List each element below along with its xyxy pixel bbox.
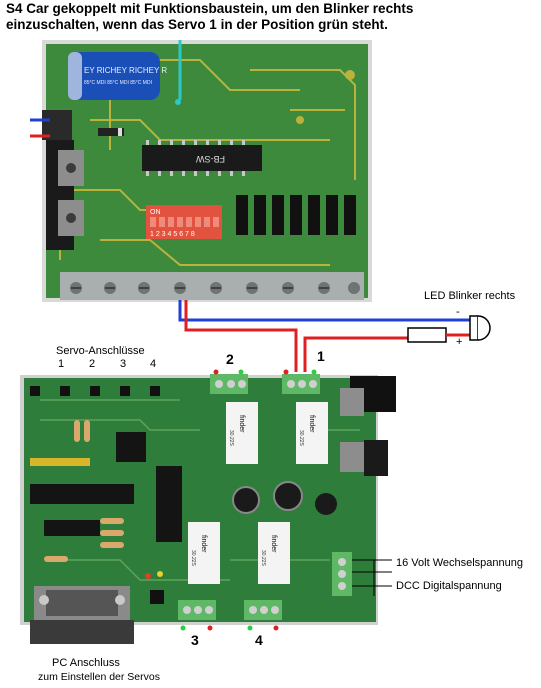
led-label: LED Blinker rechts xyxy=(424,290,516,302)
caption-line-2: einzuschalten, wenn das Servo 1 in der P… xyxy=(6,17,388,32)
connector-label-1: 1 xyxy=(317,348,325,364)
servo-number-1: 1 xyxy=(58,358,65,370)
connector-4 xyxy=(244,600,282,620)
connector-1 xyxy=(282,374,320,394)
led-minus: - xyxy=(456,306,460,318)
servo-number-4: 4 xyxy=(150,358,157,370)
resistor xyxy=(407,327,447,343)
top-terminal-strip xyxy=(60,272,364,300)
wire-red xyxy=(184,300,410,372)
pc-serial-connector xyxy=(30,586,134,644)
capacitor-label: EY RICHEY RICHEY R xyxy=(84,66,167,75)
pc-label-line2: zum Einstellen der Servos xyxy=(38,671,160,683)
caption-line-1: S4 Car gekoppelt mit Funktionsbaustein, … xyxy=(6,1,414,16)
relay-brand-1: finder xyxy=(238,415,245,433)
dip-on-label: ON xyxy=(150,209,161,216)
function-module-board: EY RICHEY RICHEY R 85°C MDI 85°C MDI 85°… xyxy=(42,40,372,302)
led-symbol xyxy=(469,315,491,341)
led-plus: + xyxy=(456,336,463,348)
relay-code-1: 30.22S xyxy=(228,430,234,447)
transistor-array xyxy=(236,195,356,235)
servo-number-3: 3 xyxy=(120,358,127,370)
chip-label: FB-SW xyxy=(195,154,225,164)
connector-2 xyxy=(210,374,248,394)
pc-label-line1: PC Anschluss xyxy=(52,657,120,669)
servo-number-2: 2 xyxy=(89,358,96,370)
relay-brand-3: finder xyxy=(200,535,207,553)
wire-blue xyxy=(178,300,470,322)
connector-label-3: 3 xyxy=(191,632,199,648)
ic-chip xyxy=(142,145,262,171)
servo-decoder-board: finder finder finder finder 30.22S 30.22… xyxy=(20,375,396,625)
dip-numbers: 1 2 3 4 5 6 7 8 xyxy=(150,231,195,238)
power-dcc-label: DCC Digitalspannung xyxy=(396,580,502,592)
relay-code-4: 30.22S xyxy=(260,550,266,567)
power-connector xyxy=(332,552,352,596)
connector-label-2: 2 xyxy=(226,351,234,367)
relay-group: finder finder finder finder 30.22S 30.22… xyxy=(188,402,328,584)
connector-3 xyxy=(178,600,216,620)
relay-code-2: 30.22S xyxy=(298,430,304,447)
relay-brand-4: finder xyxy=(270,535,277,553)
caption: S4 Car gekoppelt mit Funktionsbaustein, … xyxy=(6,1,536,33)
capacitor xyxy=(68,52,160,100)
capacitor-small-label: 85°C MDI 85°C MDI 85°C MDI xyxy=(84,80,152,86)
servo-title: Servo-Anschlüsse xyxy=(56,345,145,357)
relay-code-3: 30.22S xyxy=(190,550,196,567)
power-ac-label: 16 Volt Wechselspannung xyxy=(396,557,523,569)
relay-brand-2: finder xyxy=(308,415,315,433)
connector-label-4: 4 xyxy=(255,632,263,648)
